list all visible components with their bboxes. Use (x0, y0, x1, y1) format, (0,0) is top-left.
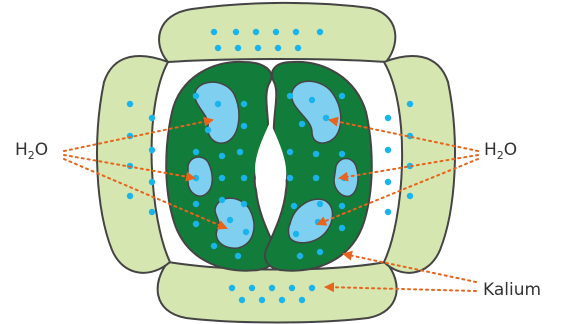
ion-dot (127, 133, 133, 139)
ion-dot (309, 285, 315, 291)
ion-dot (239, 297, 245, 303)
ion-dot (385, 115, 391, 121)
ion-dot (241, 123, 247, 129)
ion-dot (237, 149, 243, 155)
water-label-left: H2O (15, 142, 48, 161)
ion-dot (229, 285, 235, 291)
ion-dot (215, 45, 221, 51)
ion-dot (407, 193, 413, 199)
ion-dot (193, 221, 199, 227)
ion-dot (279, 297, 285, 303)
ion-dot (193, 93, 199, 99)
ion-dot (227, 217, 233, 223)
ion-dot (219, 197, 225, 203)
ion-dot (235, 253, 241, 259)
ion-dot (241, 201, 247, 207)
ion-dot (241, 175, 247, 181)
ion-dot (205, 127, 211, 133)
subsidiary-cell-bottom (158, 262, 397, 323)
ion-dot (219, 175, 225, 181)
ion-dot (313, 175, 319, 181)
ion-dot (289, 285, 295, 291)
ion-dot (313, 151, 319, 157)
ion-dot (299, 121, 305, 127)
ion-dot (149, 179, 155, 185)
ion-dot (293, 29, 299, 35)
ion-dot (275, 45, 281, 51)
ion-dot (339, 93, 345, 99)
ion-dot (287, 175, 293, 181)
ion-dot (323, 115, 329, 121)
ion-dot (253, 29, 259, 35)
ion-dot (385, 147, 391, 153)
ion-dot (211, 243, 217, 249)
subsidiary-cell-left (97, 56, 170, 273)
water-label-right-h: H (484, 140, 497, 160)
ion-dot (317, 201, 323, 207)
ion-dot (235, 45, 241, 51)
ion-dot (297, 253, 303, 259)
ion-dot (193, 149, 199, 155)
ion-dot (243, 229, 249, 235)
water-label-right: H2O (484, 142, 517, 161)
ion-dot (249, 285, 255, 291)
ion-dot (273, 29, 279, 35)
ion-dot (295, 45, 301, 51)
ion-dot (211, 29, 217, 35)
ion-dot (149, 147, 155, 153)
ion-dot (317, 249, 323, 255)
ion-dot (339, 203, 345, 209)
water-label-right-o: O (504, 140, 517, 160)
ion-dot (287, 93, 293, 99)
ion-dot (287, 149, 293, 155)
potassium-label: Kalium (483, 282, 541, 299)
water-label-left-o: O (35, 140, 48, 160)
ion-dot (127, 193, 133, 199)
ion-dot (385, 179, 391, 185)
ion-dot (309, 97, 315, 103)
ion-dot (215, 101, 221, 107)
ion-dot (127, 101, 133, 107)
ion-dot (317, 29, 323, 35)
water-label-left-h: H (15, 140, 28, 160)
ion-dot (293, 231, 299, 237)
ion-dot (255, 45, 261, 51)
ion-dot (149, 115, 155, 121)
ion-dot (233, 29, 239, 35)
ion-dot (149, 209, 155, 215)
ion-dot (299, 297, 305, 303)
ion-dot (193, 201, 199, 207)
ion-dot (259, 297, 265, 303)
vacuole-left-middle (188, 157, 212, 196)
ion-dot (219, 153, 225, 159)
water-label-right-subscript: 2 (497, 149, 504, 162)
ion-dot (315, 219, 321, 225)
ion-dot (339, 225, 345, 231)
ion-dot (241, 101, 247, 107)
water-label-left-subscript: 2 (28, 149, 35, 162)
ion-dot (407, 101, 413, 107)
ion-dot (269, 285, 275, 291)
ion-dot (385, 209, 391, 215)
ion-dot (339, 151, 345, 157)
ion-dot (291, 203, 297, 209)
